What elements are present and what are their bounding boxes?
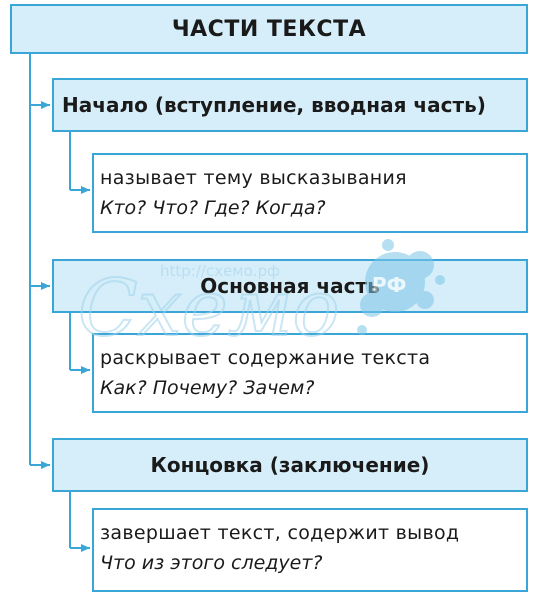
detail-questions-main: Как? Почему? Зачем?: [100, 377, 315, 399]
section-box-ending: Концовка (заключение): [52, 438, 528, 492]
title-box: ЧАСТИ ТЕКСТА: [10, 4, 528, 54]
detail-description-ending: завершает текст, содержит вывод: [100, 522, 460, 544]
detail-description-main: раскрывает содержание текста: [100, 347, 431, 369]
section-heading-main: Основная часть: [200, 274, 380, 298]
detail-box-beginning: называет тему высказывания Кто? Что? Где…: [92, 153, 528, 233]
diagram-title: ЧАСТИ ТЕКСТА: [171, 16, 367, 42]
detail-questions-ending: Что из этого следует?: [100, 552, 323, 574]
detail-description-beginning: называет тему высказывания: [100, 167, 407, 189]
detail-questions-beginning: Кто? Что? Где? Когда?: [100, 197, 326, 219]
detail-box-ending: завершает текст, содержит вывод Что из э…: [92, 508, 528, 592]
section-heading-ending: Концовка (заключение): [150, 453, 430, 477]
detail-box-main: раскрывает содержание текста Как? Почему…: [92, 333, 528, 413]
section-box-main: Основная часть: [52, 259, 528, 313]
section-box-beginning: Начало (вступление, вводная часть): [52, 78, 528, 132]
section-heading-beginning: Начало (вступление, вводная часть): [62, 93, 486, 117]
